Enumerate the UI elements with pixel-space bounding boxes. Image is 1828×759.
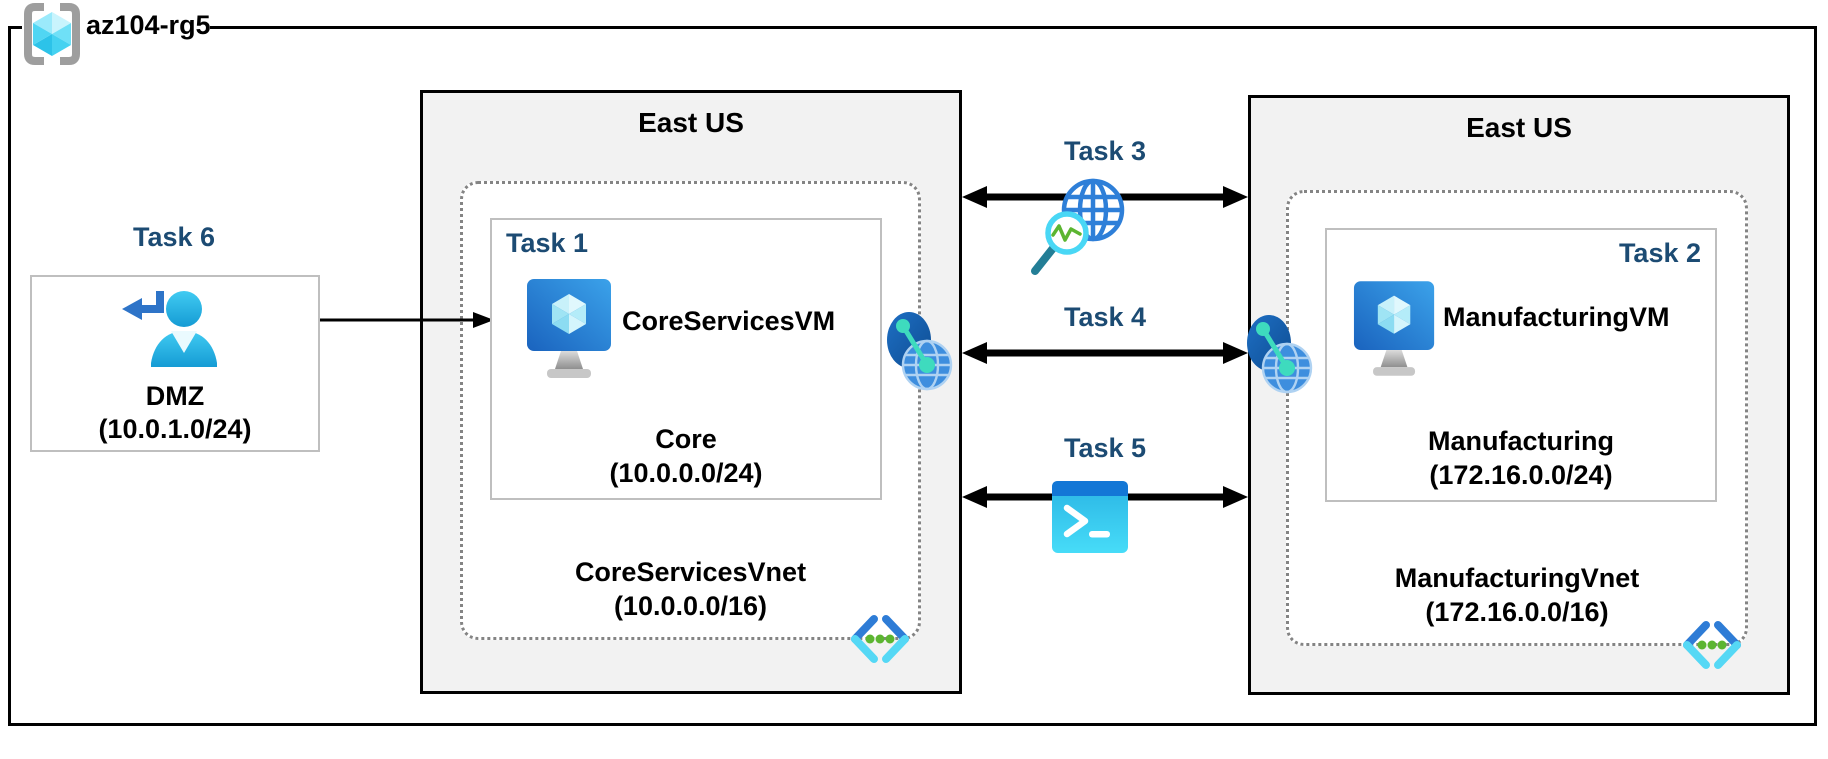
subnet-name-manufacturing: Manufacturing bbox=[1428, 426, 1614, 456]
vm-name-core: CoreServicesVM bbox=[622, 306, 836, 336]
vnet-name-core: CoreServicesVnet bbox=[574, 557, 807, 587]
resource-group-icon bbox=[24, 3, 80, 65]
vnet-name-manufacturing: ManufacturingVnet bbox=[1394, 563, 1640, 593]
vnet-cidr-core: (10.0.0.0/16) bbox=[613, 591, 768, 621]
region-title-right: East US bbox=[1466, 112, 1572, 143]
subnet-name-core: Core bbox=[655, 424, 717, 454]
task4-label: Task 4 bbox=[1063, 302, 1147, 332]
task6-label: Task 6 bbox=[132, 222, 216, 252]
subnet-box-core: Task 1 CoreServicesVM Core (10.0.0.0/24) bbox=[490, 218, 882, 500]
task3-label: Task 3 bbox=[1063, 136, 1147, 166]
dmz-box: DMZ (10.0.1.0/24) bbox=[30, 275, 320, 452]
cloud-shell-icon bbox=[1052, 481, 1128, 553]
task2-label: Task 2 bbox=[1618, 238, 1701, 268]
task1-label: Task 1 bbox=[506, 228, 589, 258]
subnet-cidr-manufacturing: (172.16.0.0/24) bbox=[1429, 460, 1613, 490]
dmz-label: DMZ (10.0.1.0/24) bbox=[32, 380, 318, 446]
task4-arrow bbox=[962, 342, 1248, 364]
user-return-icon bbox=[122, 291, 217, 367]
resource-group-header: az104-rg5 bbox=[22, 0, 211, 66]
resource-group-name: az104-rg5 bbox=[86, 10, 211, 40]
subnet-box-manufacturing: Task 2 ManufacturingVM Manufacturing (17… bbox=[1325, 228, 1717, 502]
vnet-cidr-manufacturing: (172.16.0.0/16) bbox=[1425, 597, 1609, 627]
task5-label: Task 5 bbox=[1063, 433, 1147, 463]
subnet-label-manufacturing: Manufacturing (172.16.0.0/24) bbox=[1327, 424, 1715, 492]
virtual-network-icon bbox=[1683, 621, 1741, 669]
vnet-peering-icon bbox=[887, 312, 953, 391]
vm-name-manufacturing: ManufacturingVM bbox=[1443, 302, 1670, 332]
virtual-machine-icon bbox=[527, 279, 611, 378]
virtual-network-icon bbox=[851, 615, 909, 663]
region-title-left: East US bbox=[638, 107, 744, 138]
network-watcher-icon bbox=[1031, 178, 1125, 275]
resource-group-boundary bbox=[8, 26, 1817, 726]
virtual-machine-icon bbox=[1353, 281, 1435, 376]
dmz-name: DMZ bbox=[145, 381, 205, 411]
vnet-label-manufacturing: ManufacturingVnet (172.16.0.0/16) bbox=[1289, 561, 1745, 629]
vnet-label-core: CoreServicesVnet (10.0.0.0/16) bbox=[463, 555, 918, 623]
subnet-cidr-core: (10.0.0.0/24) bbox=[609, 458, 763, 488]
subnet-label-core: Core (10.0.0.0/24) bbox=[492, 422, 880, 490]
dmz-cidr: (10.0.1.0/24) bbox=[98, 414, 252, 444]
vnet-peering-icon bbox=[1247, 315, 1313, 394]
